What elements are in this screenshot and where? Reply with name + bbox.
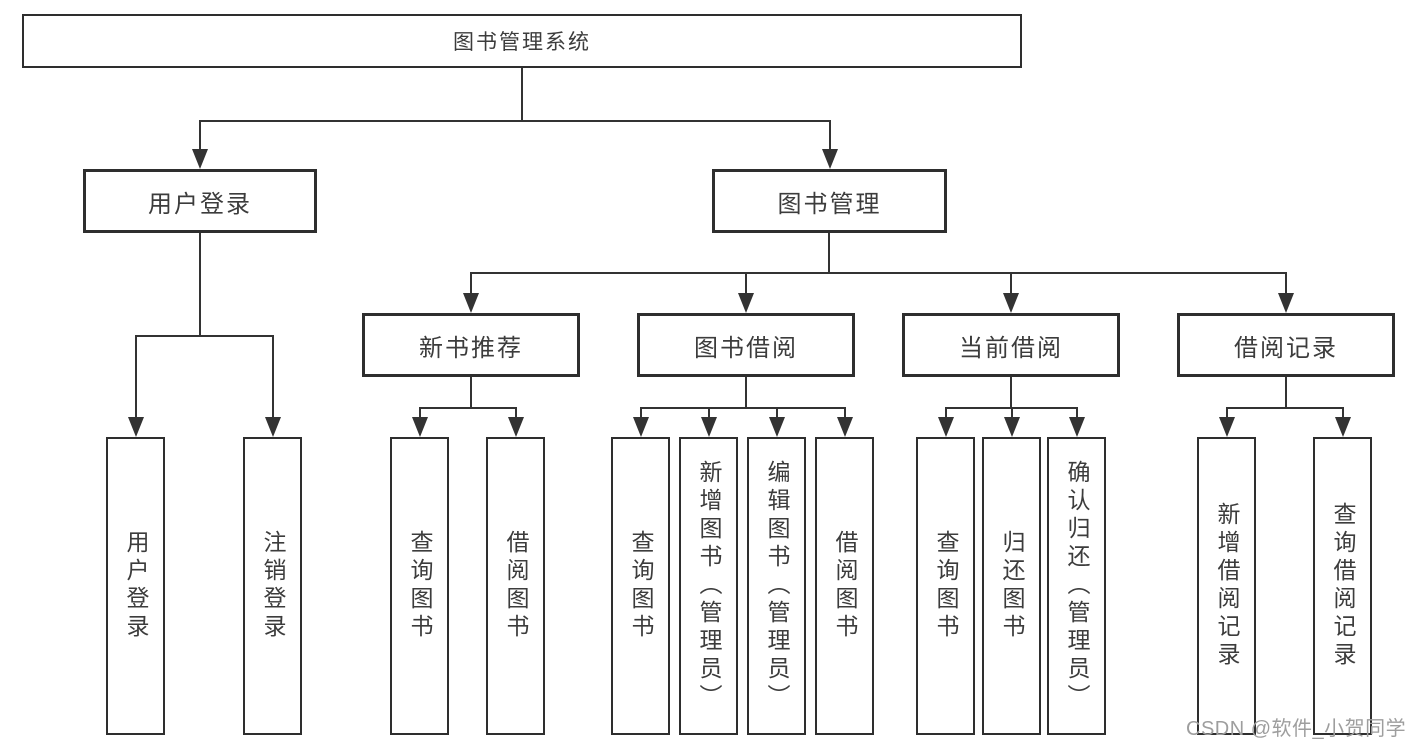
node-new-book-recommend: 新书推荐: [362, 313, 580, 377]
arrowhead-down-icon: [769, 417, 785, 437]
leaf-label: 查询图书: [933, 530, 959, 642]
arrowhead-down-icon: [192, 149, 208, 169]
leaf-query-borrow-record: 查询借阅记录: [1313, 437, 1372, 735]
connector-line: [419, 407, 516, 409]
arrowhead-down-icon: [1278, 293, 1294, 313]
connector-line: [199, 120, 201, 152]
leaf-label: 注销登录: [260, 530, 286, 642]
leaf-label: 新增图书（管理员）: [696, 460, 722, 712]
connector-line: [199, 120, 831, 122]
arrowhead-down-icon: [508, 417, 524, 437]
arrowhead-down-icon: [1335, 417, 1351, 437]
connector-line: [521, 68, 523, 120]
arrowhead-down-icon: [1003, 293, 1019, 313]
leaf-label: 查询图书: [407, 530, 433, 642]
node-current-borrow: 当前借阅: [902, 313, 1120, 377]
connector-line: [829, 120, 831, 152]
connector-line: [135, 335, 274, 337]
connector-line: [1010, 377, 1012, 407]
connector-line: [1010, 272, 1012, 296]
node-book-borrow: 图书借阅: [637, 313, 855, 377]
node-book-management: 图书管理: [712, 169, 947, 233]
arrowhead-down-icon: [633, 417, 649, 437]
connector-line: [745, 272, 747, 296]
leaf-confirm-return-admin: 确认归还（管理员）: [1047, 437, 1106, 735]
arrowhead-down-icon: [412, 417, 428, 437]
leaf-query-books-borrow: 查询图书: [611, 437, 670, 735]
connector-line: [640, 407, 642, 421]
node-label: 借阅记录: [1234, 334, 1338, 362]
leaf-label: 借阅图书: [832, 530, 858, 642]
node-borrow-records: 借阅记录: [1177, 313, 1395, 377]
arrowhead-down-icon: [938, 417, 954, 437]
leaf-query-books-recommend: 查询图书: [390, 437, 449, 735]
connector-line: [1226, 407, 1228, 421]
node-label: 新书推荐: [419, 334, 523, 362]
node-label: 图书管理系统: [453, 31, 591, 54]
leaf-query-books-current: 查询图书: [916, 437, 975, 735]
arrowhead-down-icon: [738, 293, 754, 313]
node-label: 图书管理: [777, 190, 882, 218]
watermark: CSDN @软件_小贺同学: [1186, 718, 1405, 740]
arrowhead-down-icon: [1004, 417, 1020, 437]
leaf-add-books-admin: 新增图书（管理员）: [679, 437, 738, 735]
leaf-label: 编辑图书（管理员）: [764, 460, 790, 712]
connector-line: [708, 407, 710, 421]
leaf-borrow-books: 借阅图书: [815, 437, 874, 735]
connector-line: [1226, 407, 1343, 409]
node-label: 图书借阅: [694, 334, 798, 362]
connector-line: [135, 335, 137, 419]
leaf-label: 借阅图书: [503, 530, 529, 642]
connector-line: [470, 272, 1287, 274]
leaf-label: 归还图书: [999, 530, 1025, 642]
arrowhead-down-icon: [1219, 417, 1235, 437]
node-label: 用户登录: [148, 190, 252, 218]
connector-line: [640, 407, 845, 409]
connector-line: [745, 377, 747, 407]
connector-line: [776, 407, 778, 421]
connector-line: [272, 335, 274, 419]
arrowhead-down-icon: [1069, 417, 1085, 437]
connector-line: [419, 407, 421, 421]
arrowhead-down-icon: [265, 417, 281, 437]
leaf-label: 查询图书: [628, 530, 654, 642]
leaf-edit-books-admin: 编辑图书（管理员）: [747, 437, 806, 735]
leaf-label: 确认归还（管理员）: [1064, 460, 1090, 712]
connector-line: [1285, 377, 1287, 407]
leaf-logout: 注销登录: [243, 437, 302, 735]
leaf-return-books: 归还图书: [982, 437, 1041, 735]
connector-line: [515, 407, 517, 421]
connector-line: [470, 377, 472, 407]
node-user-login: 用户登录: [83, 169, 317, 233]
node-root: 图书管理系统: [22, 14, 1022, 68]
arrowhead-down-icon: [822, 149, 838, 169]
connector-line: [945, 407, 947, 421]
leaf-add-borrow-record: 新增借阅记录: [1197, 437, 1256, 735]
leaf-label: 用户登录: [123, 530, 149, 642]
connector-line: [828, 233, 830, 272]
connector-line: [470, 272, 472, 296]
connector-line: [1011, 407, 1013, 421]
leaf-borrow-books-recommend: 借阅图书: [486, 437, 545, 735]
connector-line: [1076, 407, 1078, 421]
leaf-label: 新增借阅记录: [1214, 502, 1240, 670]
leaf-label: 查询借阅记录: [1330, 502, 1356, 670]
connector-line: [199, 233, 201, 335]
connector-line: [844, 407, 846, 421]
leaf-user-login: 用户登录: [106, 437, 165, 735]
arrowhead-down-icon: [701, 417, 717, 437]
arrowhead-down-icon: [463, 293, 479, 313]
connector-line: [1285, 272, 1287, 296]
arrowhead-down-icon: [128, 417, 144, 437]
arrowhead-down-icon: [837, 417, 853, 437]
node-label: 当前借阅: [959, 334, 1063, 362]
connector-line: [1342, 407, 1344, 421]
